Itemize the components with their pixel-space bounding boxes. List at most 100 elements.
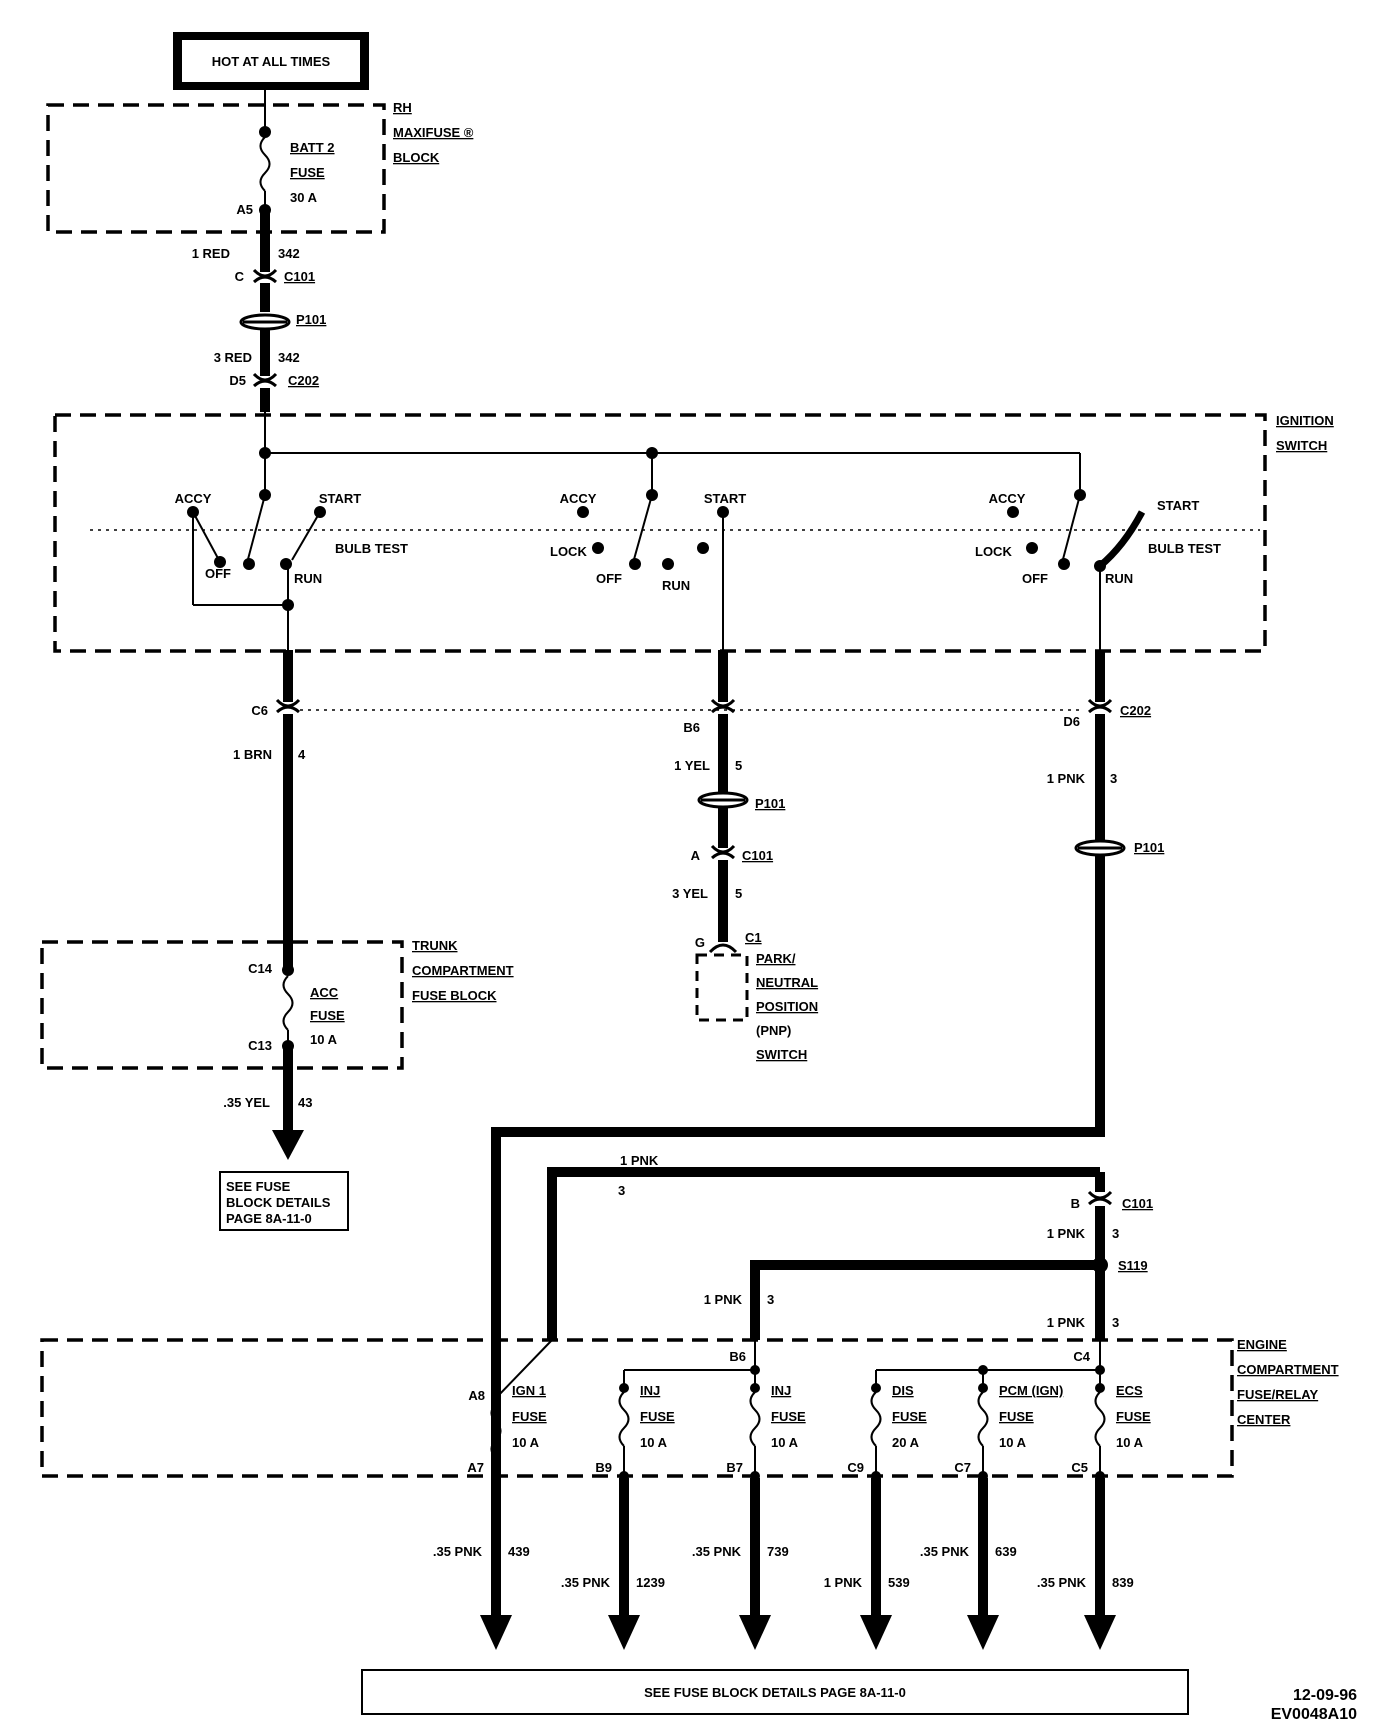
fuse-rating: 10 A [999, 1435, 1027, 1450]
wire-gauge: 1 PNK [824, 1575, 863, 1590]
junction-dot [259, 126, 271, 138]
trunk-fuse-block-outline [40, 940, 404, 1070]
feed-c202-name: C202 [288, 373, 319, 388]
right-c202: C202 [1120, 703, 1151, 718]
see-left-line-1: SEE FUSE [226, 1179, 291, 1194]
feed-w1-gauge: 1 RED [192, 246, 230, 261]
mid-w2-circuit: 5 [735, 886, 742, 901]
eng-top-wire-gauge: 1 PNK [620, 1153, 659, 1168]
eng-title-1: ENGINE [1237, 1337, 1287, 1352]
mid-c1-name: C1 [745, 930, 762, 945]
wire-circuit: 839 [1112, 1575, 1134, 1590]
ignition-title-2: SWITCH [1276, 438, 1327, 453]
eng-title-2: COMPARTMENT [1237, 1362, 1339, 1377]
c1-connector-symbol [708, 943, 738, 954]
right-w1-gauge: 1 PNK [1047, 771, 1086, 786]
trunk-title-3: FUSE BLOCK [412, 988, 497, 1003]
eng-top-wire-circuit: 3 [618, 1183, 625, 1198]
down-arrow-icon [1084, 1615, 1116, 1650]
eng-pin-c4: C4 [1073, 1349, 1090, 1364]
fuse-rating: 10 A [640, 1435, 668, 1450]
maxifuse-title-1: RH [393, 100, 412, 115]
acc-fuse-label-2: FUSE [310, 1008, 345, 1023]
mid-w2-gauge: 3 YEL [672, 886, 708, 901]
eng-pin-b6: B6 [729, 1349, 746, 1364]
fuse-label: FUSE [771, 1409, 806, 1424]
mid-c1-pin: G [695, 935, 705, 950]
fuse-name: ECS [1116, 1383, 1143, 1398]
feed-w2-circuit: 342 [278, 350, 300, 365]
fuse-symbol [870, 1391, 882, 1447]
see-left-line-3: PAGE 8A-11-0 [226, 1211, 312, 1226]
trunk-title-2: COMPARTMENT [412, 963, 514, 978]
hot-label: HOT AT ALL TIMES [212, 54, 331, 69]
s1-bulb: BULB TEST [335, 541, 408, 556]
wire-gauge: .35 PNK [1037, 1575, 1087, 1590]
s3-off: OFF [1022, 571, 1048, 586]
fuse-name: PCM (IGN) [999, 1383, 1063, 1398]
feed-c202-pin: D5 [229, 373, 246, 388]
see-left-line-2: BLOCK DETAILS [226, 1195, 331, 1210]
see-fuse-block-details-box-left[interactable]: SEE FUSE BLOCK DETAILS PAGE 8A-11-0 [219, 1171, 349, 1231]
acc-fuse-label-1: ACC [310, 985, 339, 1000]
wire-gauge: .35 PNK [920, 1544, 970, 1559]
mid-p101: P101 [755, 796, 785, 811]
eng-title-4: CENTER [1237, 1412, 1291, 1427]
engine-fuse-center-outline [40, 1338, 1234, 1478]
eng-c101-pin: B [1071, 1196, 1080, 1211]
eng-w-after-c101-circuit: 3 [1112, 1226, 1119, 1241]
c6-connector-symbol [275, 705, 301, 714]
footer-see: SEE FUSE BLOCK DETAILS PAGE 8A-11-0 [644, 1685, 906, 1700]
ignition-title-1: IGNITION [1276, 413, 1334, 428]
mid-w1-circuit: 5 [735, 758, 742, 773]
pnp-line-3: POSITION [756, 999, 818, 1014]
eng-w-b6-gauge: 1 PNK [704, 1292, 743, 1307]
eng-w-c4-gauge: 1 PNK [1047, 1315, 1086, 1330]
fuse-pin: B7 [726, 1460, 743, 1475]
eng-c101-name: C101 [1122, 1196, 1153, 1211]
ignition-switch-section-1: ACCY START BULB TEST OFF RUN [175, 491, 408, 650]
wire-circuit: 1239 [636, 1575, 665, 1590]
fuse-symbol [490, 1403, 502, 1459]
wire-circuit: 739 [767, 1544, 789, 1559]
left-wire-circuit: 4 [298, 747, 306, 762]
batt2-fuse-label-1: BATT 2 [290, 140, 335, 155]
maxifuse-block-outline [46, 103, 386, 234]
pnp-line-5: SWITCH [756, 1047, 807, 1062]
fuse-symbol [977, 1391, 989, 1447]
wire-circuit: 639 [995, 1544, 1017, 1559]
wire-circuit: 439 [508, 1544, 530, 1559]
hot-at-all-times-box: HOT AT ALL TIMES [173, 32, 369, 90]
s2-start: START [704, 491, 746, 506]
s3-start: START [1157, 498, 1199, 513]
right-pin: D6 [1063, 714, 1080, 729]
batt2-fuse-label-3: 30 A [290, 190, 318, 205]
feed-w1-circuit: 342 [278, 246, 300, 261]
acc-fuse-label-3: 10 A [310, 1032, 338, 1047]
c202-connector-symbol [252, 379, 278, 388]
eng-w-after-c101-gauge: 1 PNK [1047, 1226, 1086, 1241]
pnp-line-2: NEUTRAL [756, 975, 818, 990]
trunk-title-1: TRUNK [412, 938, 458, 953]
mid-w1-gauge: 1 YEL [674, 758, 710, 773]
footer-code: EV0048A10 [1271, 1706, 1357, 1722]
left-wire-gauge: 1 BRN [233, 747, 272, 762]
mid-c101-name: C101 [742, 848, 773, 863]
see-fuse-block-details-box-bottom[interactable]: SEE FUSE BLOCK DETAILS PAGE 8A-11-0 [361, 1669, 1189, 1715]
left-out-circuit: 43 [298, 1095, 312, 1110]
down-arrow-icon [480, 1615, 512, 1650]
wire-gauge: .35 PNK [433, 1544, 483, 1559]
fuse-symbol [1094, 1391, 1106, 1447]
s3-lock: LOCK [975, 544, 1012, 559]
fuse-label: FUSE [640, 1409, 675, 1424]
fuse-name: INJ [640, 1383, 660, 1398]
s3-bulb: BULB TEST [1148, 541, 1221, 556]
s3-accy: ACCY [989, 491, 1026, 506]
s2-accy: ACCY [560, 491, 597, 506]
fuse-pin: C7 [954, 1460, 971, 1475]
ignition-switch-section-3: ACCY START BULB TEST LOCK OFF RUN [975, 491, 1221, 650]
eng-w-c4-circuit: 3 [1112, 1315, 1119, 1330]
fuse-rating: 10 A [1116, 1435, 1144, 1450]
maxifuse-title-3: BLOCK [393, 150, 440, 165]
